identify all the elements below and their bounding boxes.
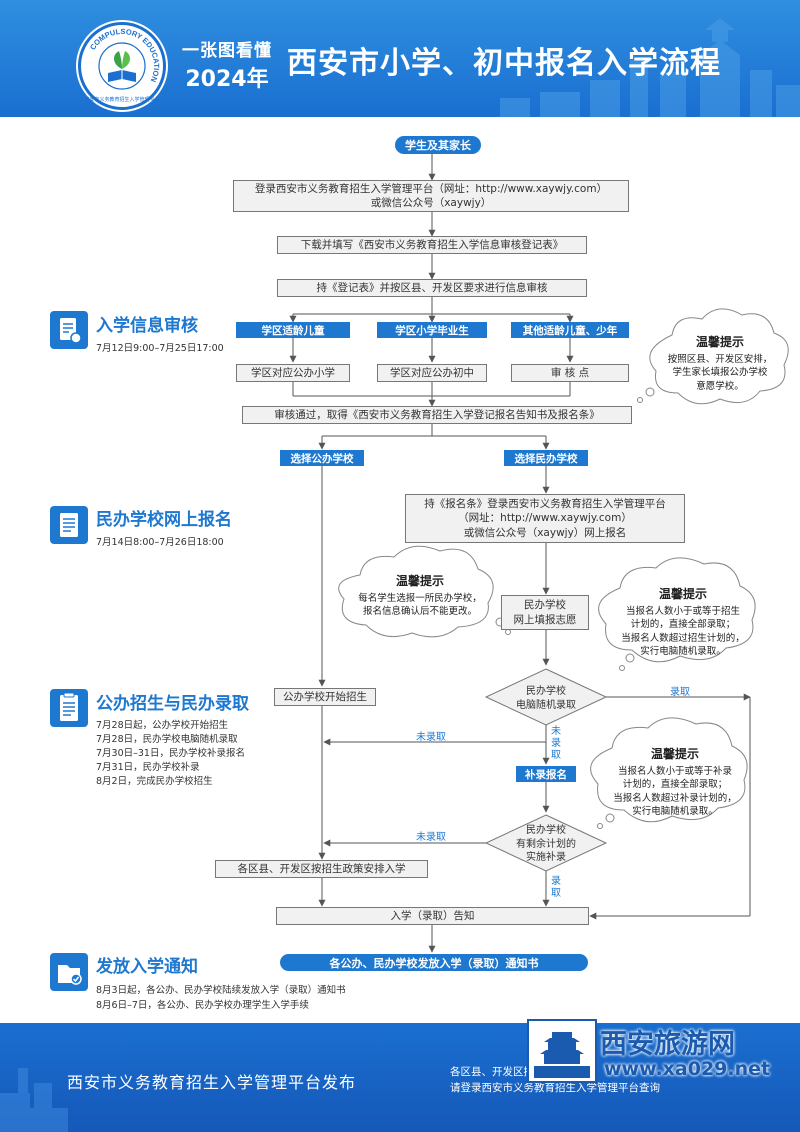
section-title-admission: 公办招生与民办录取 — [96, 694, 249, 714]
remaining-decision: 民办学校 有剩余计划的 实施补录 — [496, 824, 596, 865]
download-form-box: 下载并填写《西安市义务教育招生入学信息审核登记表》 — [277, 236, 587, 254]
footer-note-2: 请登录西安市义务教育招生入学管理平台查询 — [450, 1082, 660, 1094]
edge-label-admitted-1: 录取 — [670, 687, 690, 698]
tip-3-line: 计划的，直接全部录取； — [630, 619, 736, 631]
notice-folder-icon — [50, 953, 88, 991]
tip-3-line: 当报名人数超过招生计划的， — [621, 632, 745, 644]
section-line: 7月12日9:00–7月25日17:00 — [96, 343, 224, 354]
edge-label-not-admitted-2: 未录取 — [551, 726, 561, 761]
private-apply-box: 持《报名条》登录西安市义务教育招生入学管理平台 （网址：http://www.x… — [405, 494, 685, 543]
header-slogan: 一张图看懂 2024年 — [182, 36, 272, 93]
start-node: 学生及其家长 — [395, 136, 481, 154]
private-apply-line-3: 或微信公众号（xaywjy）网上报名 — [463, 526, 627, 539]
section-title-private-registration: 民办学校网上报名 — [96, 510, 232, 530]
login-line-1: 登录西安市义务教育招生入学管理平台（网址：http://www.xaywjy.c… — [254, 182, 608, 195]
header-banner: COMPULSORY EDUCATION 西安市义务教育招生入学管理平台 一张图… — [0, 0, 800, 117]
tip-3-line: 当报名人数小于或等于招生 — [625, 606, 740, 617]
district-arrange-box: 各区县、开发区按招生政策安排入学 — [215, 860, 428, 878]
tip-4-line: 当报名人数小于或等于补录 — [617, 766, 732, 777]
section-line: 7月28日起，公办学校开始招生 — [96, 720, 229, 731]
choose-private-tag: 选择民办学校 — [504, 450, 588, 466]
public-primary-box: 学区对应公办小学 — [236, 364, 350, 382]
fill-wish-box: 民办学校 网上填报志愿 — [501, 595, 589, 630]
admission-list-icon — [50, 689, 88, 727]
tip-cloud-2 — [338, 545, 494, 638]
tip-1-line: 学生家长填报公办学校 — [672, 367, 768, 379]
section-title-info-review: 入学信息审核 — [96, 316, 198, 336]
public-middle-box: 学区对应公办初中 — [377, 364, 487, 382]
section-line: 8月6日–7日，各公办、民办学校办理学生入学手续 — [96, 1000, 309, 1011]
tip-2: 温馨提示 每名学生选报一所民办学校， 报名信息确认后不能更改。 — [350, 572, 490, 619]
compulsory-education-logo: COMPULSORY EDUCATION 西安市义务教育招生入学管理平台 — [78, 22, 166, 110]
edge-label-not-admitted-3: 未录取 — [416, 832, 446, 843]
slogan-text: 一张图看懂 — [182, 41, 272, 61]
lottery-line-2: 电脑随机录取 — [516, 699, 576, 711]
tip-3: 温馨提示 当报名人数小于或等于招生 计划的，直接全部录取； 当报名人数超过招生计… — [612, 585, 754, 658]
footer-banner: 西安市义务教育招生入学管理平台发布 各区县、开发区招生咨询电话 请登录西安市义务… — [0, 1023, 800, 1132]
city-skyline-graphic — [500, 18, 800, 117]
edge-label-not-admitted-1: 未录取 — [416, 732, 446, 743]
lottery-line-1: 民办学校 — [526, 686, 566, 697]
tip-4-title: 温馨提示 — [650, 747, 699, 761]
tip-1: 温馨提示 按照区县、开发区安排， 学生家长填报公办学校 意愿学校。 — [660, 333, 780, 393]
fill-wish-line-1: 民办学校 — [524, 599, 566, 612]
issue-notice-node: 各公办、民办学校发放入学（录取）通知书 — [280, 954, 588, 971]
section-line: 7月14日8:00–7月26日18:00 — [96, 537, 224, 548]
online-registration-icon — [50, 506, 88, 544]
section-line: 7月30日–31日，民办学校补录报名 — [96, 748, 245, 759]
tip-4-line: 当报名人数超过补录计划的， — [613, 792, 737, 804]
supplement-tag: 补录报名 — [516, 766, 576, 782]
watermark-url: www.xa029.net — [604, 1058, 771, 1080]
remaining-line-1: 民办学校 — [526, 825, 566, 836]
page-title: 西安市小学、初中报名入学流程 — [287, 46, 721, 81]
section-line: 7月28日，民办学校电脑随机录取 — [96, 734, 238, 745]
year-text: 2024年 — [185, 67, 269, 92]
section-title-notice: 发放入学通知 — [96, 957, 198, 977]
remaining-line-3: 实施补录 — [526, 852, 566, 863]
tip-4-line: 实行电脑随机录取。 — [632, 805, 718, 817]
review-point-box: 审 核 点 — [511, 364, 629, 382]
tip-2-title: 温馨提示 — [395, 574, 444, 588]
category-school-age-children: 学区适龄儿童 — [236, 322, 350, 338]
tip-1-line: 意愿学校。 — [696, 380, 744, 392]
tip-2-line: 报名信息确认后不能更改。 — [362, 606, 477, 618]
section-line: 8月3日起，各公办、民办学校陆续发放入学（录取）通知书 — [96, 985, 346, 996]
tip-4: 温馨提示 当报名人数小于或等于补录 计划的，直接全部录取； 当报名人数超过补录计… — [604, 745, 746, 818]
tip-4-line: 计划的，直接全部录取； — [622, 779, 728, 791]
section-line: 7月31日，民办学校补录 — [96, 762, 200, 773]
private-apply-line-2: （网址：http://www.xaywjy.com） — [458, 512, 632, 525]
watermark-title: 西安旅游网 — [600, 1029, 735, 1060]
choose-public-tag: 选择公办学校 — [280, 450, 364, 466]
tip-cloud-1 — [649, 308, 789, 405]
tip-cloud-4 — [590, 717, 748, 823]
approved-box: 审核通过，取得《西安市义务教育招生入学登记报名告知书及报名条》 — [242, 406, 632, 424]
tip-1-line: 按照区县、开发区安排， — [667, 354, 773, 365]
remaining-line-2: 有剩余计划的 — [516, 838, 576, 850]
category-other-children: 其他适龄儿童、少年 — [511, 322, 629, 338]
document-review-icon — [50, 311, 88, 349]
tip-3-title: 温馨提示 — [658, 587, 707, 601]
watermark-logo-graphic — [527, 1019, 597, 1083]
info-review-box: 持《登记表》并按区县、开发区要求进行信息审核 — [277, 279, 587, 297]
logo-ring-text-cn: 西安市义务教育招生入学管理平台 — [84, 96, 159, 103]
footer-skyline-graphic — [0, 1068, 68, 1132]
category-primary-graduates: 学区小学毕业生 — [377, 322, 487, 338]
tip-1-title: 温馨提示 — [695, 335, 744, 349]
login-line-2: 或微信公众号（xaywjy） — [370, 197, 492, 209]
private-apply-line-1: 持《报名条》登录西安市义务教育招生入学管理平台 — [424, 498, 666, 511]
footer-publisher: 西安市义务教育招生入学管理平台发布 — [67, 1073, 357, 1092]
edge-label-admitted-2: 录取 — [551, 876, 561, 899]
login-platform-box: 登录西安市义务教育招生入学管理平台（网址：http://www.xaywjy.c… — [233, 180, 629, 212]
tip-cloud-3 — [598, 557, 756, 663]
tip-2-line: 每名学生选报一所民办学校， — [358, 593, 482, 604]
fill-wish-line-2: 网上填报志愿 — [513, 613, 577, 626]
section-line: 8月2日，完成民办学校招生 — [96, 776, 213, 787]
tip-3-line: 实行电脑随机录取。 — [640, 645, 726, 657]
notify-box: 入学（录取）告知 — [276, 907, 589, 925]
lottery-decision: 民办学校 电脑随机录取 — [496, 685, 596, 712]
public-start-box: 公办学校开始招生 — [274, 688, 376, 706]
